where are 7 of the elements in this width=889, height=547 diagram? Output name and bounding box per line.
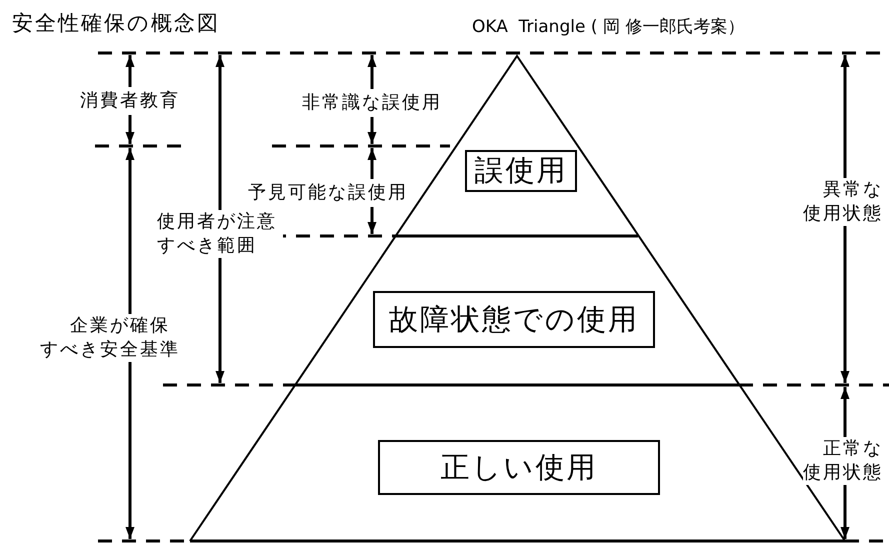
- category-box: 正しい使用: [378, 440, 660, 495]
- category-box: 故障状態での使用: [373, 291, 655, 348]
- diagram-title: 安全性確保の概念図: [12, 10, 220, 37]
- dimension-label: 消費者教育: [80, 87, 180, 115]
- subtitle: OKA Triangle ( 岡 修一郎氏考案）: [472, 16, 744, 38]
- dimension-label: 使用者が注意すべき範囲: [157, 210, 283, 258]
- category-box: 誤使用: [465, 150, 577, 192]
